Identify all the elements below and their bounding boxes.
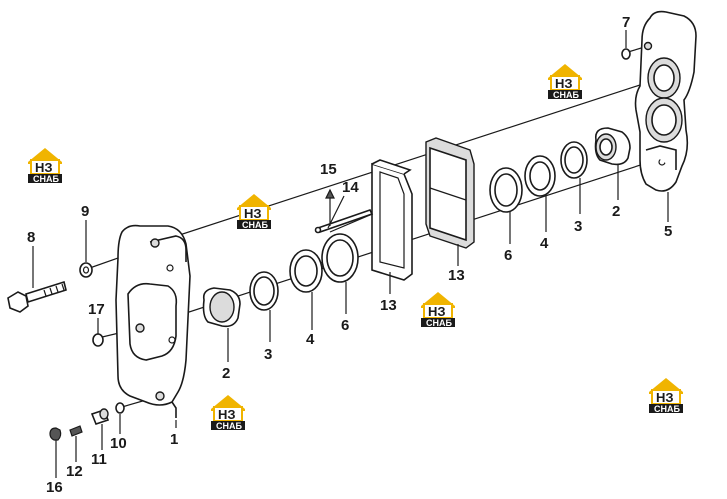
watermark-logo-3: НЗ СНАБ: [547, 63, 583, 100]
callout-12: 12: [66, 463, 83, 480]
watermark-logo-5: НЗ СНАБ: [210, 394, 246, 431]
callout-4-left: 4: [306, 331, 315, 348]
callout-labels: 1 2 2 3 3 4 4 5 6 6 7 8 9 10 11 12 13 13…: [27, 14, 672, 496]
svg-text:НЗ: НЗ: [428, 304, 446, 319]
callout-3-right: 3: [574, 218, 582, 235]
ring-4-left: [289, 249, 323, 293]
svg-text:НЗ: НЗ: [244, 206, 262, 221]
callout-ticks: [32, 30, 669, 478]
callout-17: 17: [88, 301, 105, 318]
seal-ring-3-right: [560, 141, 588, 179]
brake-pad-13-back: [371, 159, 413, 281]
piston-right: [594, 127, 631, 166]
bleeder-washer-10: [115, 402, 125, 414]
bleeder-screw-11: [90, 408, 110, 425]
callout-13-left: 13: [380, 297, 397, 314]
callout-4-right: 4: [540, 235, 549, 252]
watermark-logo-2: НЗ СНАБ: [236, 193, 272, 230]
dust-cap-16: [49, 427, 62, 441]
watermark-logo-1: НЗ СНАБ: [27, 147, 63, 184]
dust-boot-6-right: [489, 167, 523, 213]
callout-5: 5: [664, 223, 672, 240]
svg-text:СНАБ: СНАБ: [216, 421, 242, 431]
dust-boot-6-left: [321, 233, 359, 283]
callout-10: 10: [110, 435, 127, 452]
callout-9: 9: [81, 203, 89, 220]
bleeder-nipple-12: [69, 425, 83, 437]
callout-11: 11: [91, 451, 107, 468]
callout-16: 16: [46, 479, 63, 496]
callout-1: 1: [170, 431, 178, 448]
callout-8: 8: [27, 229, 35, 246]
retaining-pin-14: [314, 209, 374, 234]
seal-ring-3-left: [249, 271, 279, 311]
callout-14: 14: [342, 179, 359, 196]
ring-4-right: [524, 155, 556, 197]
svg-text:СНАБ: СНАБ: [242, 220, 268, 230]
callout-3-left: 3: [264, 346, 272, 363]
svg-text:СНАБ: СНАБ: [553, 90, 579, 100]
callout-15: 15: [320, 161, 337, 178]
bolt-8: [7, 280, 67, 313]
caliper-half-right: [634, 10, 697, 192]
svg-text:СНАБ: СНАБ: [426, 318, 452, 328]
watermark-logo-6: НЗ СНАБ: [648, 377, 684, 414]
o-ring-7: [621, 48, 631, 60]
callout-6-right: 6: [504, 247, 512, 264]
brake-pad-13-front: [425, 137, 475, 249]
piston-left: [202, 287, 241, 328]
svg-text:НЗ: НЗ: [656, 390, 674, 405]
watermark-logo-4: НЗ СНАБ: [420, 291, 456, 328]
callout-2-left: 2: [222, 365, 230, 382]
washer-9: [79, 262, 93, 278]
callout-2-right: 2: [612, 203, 620, 220]
o-ring-17: [92, 333, 104, 347]
svg-text:НЗ: НЗ: [218, 407, 236, 422]
svg-text:СНАБ: СНАБ: [654, 404, 680, 414]
svg-text:СНАБ: СНАБ: [33, 174, 59, 184]
clip-15: [325, 188, 335, 226]
caliper-half-left: [115, 224, 191, 418]
callout-13-right: 13: [448, 267, 465, 284]
svg-text:НЗ: НЗ: [555, 76, 573, 91]
callout-7: 7: [622, 14, 630, 31]
callout-6-left: 6: [341, 317, 349, 334]
svg-text:НЗ: НЗ: [35, 160, 53, 175]
